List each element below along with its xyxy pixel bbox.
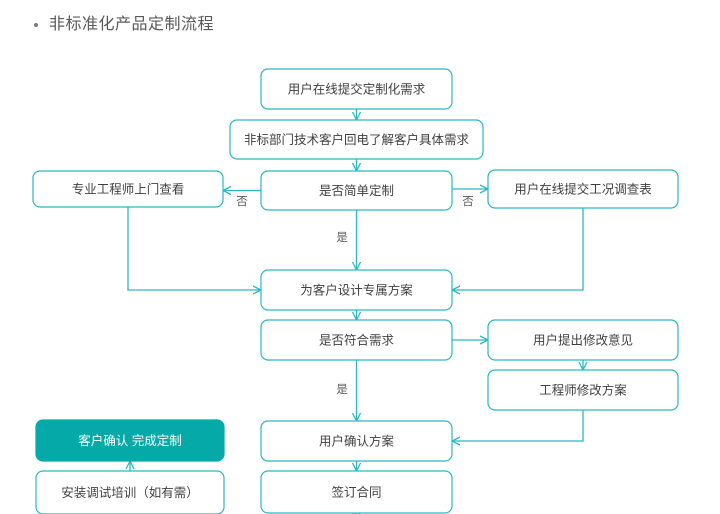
flow-node[interactable]: 安装调试培训（如有需）: [35, 470, 225, 514]
flow-node-label: 用户在线提交工况调查表: [514, 181, 652, 196]
edge-label-layer: 否否是是: [236, 196, 474, 396]
flow-node-box: [260, 269, 453, 311]
flow-node[interactable]: 用户在线提交定制化需求: [260, 68, 453, 110]
flow-node-label: 非标部门技术客户回电了解客户具体需求: [244, 132, 470, 147]
slide-title-row: 非标准化产品定制流程: [34, 17, 214, 33]
flow-node-box: [487, 369, 679, 411]
edge-layer: [128, 109, 583, 514]
flow-edge-label: 是: [336, 383, 348, 396]
flow-node[interactable]: 用户提出修改意见: [487, 319, 679, 361]
flow-node-label: 用户确认方案: [319, 433, 395, 448]
flow-node-box: [32, 170, 224, 208]
flow-node-box: [260, 68, 453, 110]
flow-node-label: 用户提出修改意见: [533, 332, 633, 347]
bullet-dot-icon: [34, 23, 38, 27]
flow-node[interactable]: 用户确认方案: [260, 420, 453, 462]
flow-node[interactable]: 工程师修改方案: [487, 369, 679, 411]
page-title: 非标准化产品定制流程: [49, 16, 215, 33]
flow-node[interactable]: 为客户设计专属方案: [260, 269, 453, 311]
flow-node-label: 安装调试培训（如有需）: [61, 485, 199, 500]
flow-node-box: [229, 119, 484, 160]
flow-node[interactable]: 非标部门技术客户回电了解客户具体需求: [229, 119, 484, 160]
flow-node-label: 是否符合需求: [319, 332, 395, 347]
flow-node-box: [260, 420, 453, 462]
flow-node-label: 是否简单定制: [319, 183, 394, 198]
flow-node[interactable]: 用户在线提交工况调查表: [487, 169, 679, 209]
node-layer: 用户在线提交定制化需求非标部门技术客户回电了解客户具体需求专业工程师上门查看是否…: [32, 68, 679, 514]
flow-node-box: [35, 419, 225, 462]
flow-connector: [452, 208, 584, 290]
flow-node-label: 专业工程师上门查看: [72, 181, 185, 196]
flow-edge-label: 否: [236, 196, 248, 208]
flow-node[interactable]: 客户确认 完成定制: [35, 419, 225, 462]
flow-node-box: [487, 169, 679, 209]
flow-node-box: [260, 319, 453, 361]
flow-node-box: [260, 470, 453, 514]
flow-node-label: 为客户设计专属方案: [300, 282, 413, 297]
flow-node-box: [260, 170, 453, 211]
flow-node[interactable]: 专业工程师上门查看: [32, 170, 224, 208]
flow-connector: [452, 410, 584, 441]
flow-edge-label: 否: [462, 196, 474, 208]
flow-node[interactable]: 是否简单定制: [260, 170, 453, 211]
flow-node-box: [487, 319, 679, 361]
flow-node-label: 客户确认 完成定制: [78, 433, 181, 448]
flow-node-box: [35, 470, 225, 514]
flow-node-label: 工程师修改方案: [539, 382, 627, 397]
flow-connector: [127, 207, 261, 290]
flow-edge-label: 是: [336, 231, 348, 244]
flow-node[interactable]: 签订合同: [260, 470, 453, 514]
flow-node-label: 用户在线提交定制化需求: [288, 81, 426, 96]
flow-node[interactable]: 是否符合需求: [260, 319, 453, 361]
flow-node-label: 签订合同: [331, 484, 381, 499]
